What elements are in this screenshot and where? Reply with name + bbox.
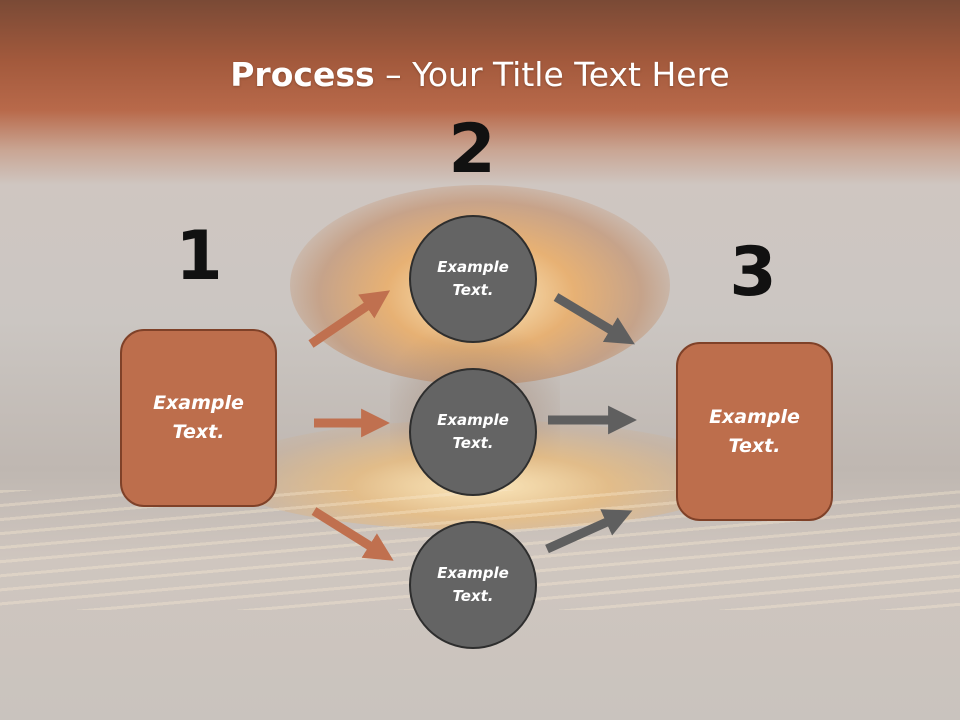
step-number-2: 2 — [448, 110, 496, 189]
step-3-text-line1: Example — [709, 405, 800, 428]
circle-middle-text-line2: Text. — [452, 434, 494, 452]
step-1-text-line1: Example — [153, 392, 244, 414]
step-3-text-line2: Text. — [728, 434, 781, 457]
circle-middle-text: Example Text. — [428, 409, 518, 455]
step-3-box: Example Text. — [676, 342, 833, 521]
step-number-3: 3 — [729, 233, 777, 312]
slide-title: Process – Your Title Text Here — [0, 54, 960, 96]
step-number-1: 1 — [175, 217, 223, 296]
title-bold: Process — [230, 55, 375, 94]
step-2-circle-top: Example Text. — [409, 215, 537, 343]
circle-top-text-line2: Text. — [452, 281, 494, 299]
circle-top-text: Example Text. — [428, 256, 518, 302]
title-rest: – Your Title Text Here — [374, 55, 730, 94]
circle-bottom-text-line1: Example — [437, 564, 509, 582]
step-2-circle-middle: Example Text. — [409, 368, 537, 496]
arrow-box1-to-circle3 — [311, 507, 394, 561]
step-1-text: Example Text. — [144, 389, 254, 447]
arrow-circle3-to-box3 — [545, 509, 633, 554]
step-2-circle-bottom: Example Text. — [409, 521, 537, 649]
circle-middle-text-line1: Example — [437, 411, 509, 429]
step-3-text: Example Text. — [700, 403, 810, 461]
circle-bottom-text-line2: Text. — [452, 587, 494, 605]
circle-bottom-text: Example Text. — [428, 562, 518, 608]
circle-top-text-line1: Example — [437, 258, 509, 276]
arrow-box1-to-circle1 — [308, 290, 391, 348]
step-1-text-line2: Text. — [172, 421, 225, 443]
arrow-circle1-to-box3 — [553, 293, 635, 345]
step-1-box: Example Text. — [120, 329, 277, 507]
